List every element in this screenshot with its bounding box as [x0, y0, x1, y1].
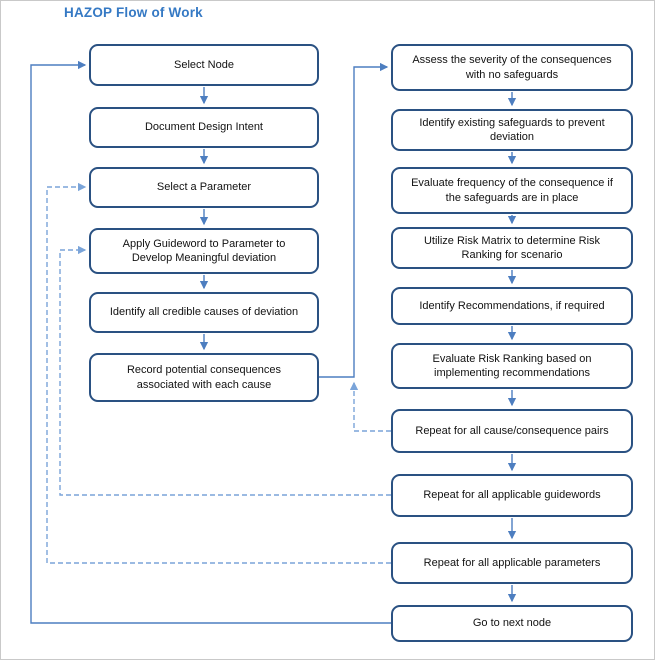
connector-go-to-next-node-to-select-node — [30, 60, 391, 624]
connector-record-consequences-to-assess-severity — [319, 62, 389, 378]
flow-box-evaluate-frequency: Evaluate frequency of the consequence if… — [391, 167, 633, 214]
flow-box-identify-recommendations: Identify Recommendations, if required — [391, 287, 633, 325]
flow-box-record-consequences: Record potential consequences associated… — [89, 353, 319, 402]
flow-box-identify-existing-safeguards: Identify existing safeguards to prevent … — [391, 109, 633, 151]
flow-box-go-to-next-node: Go to next node — [391, 605, 633, 642]
flow-box-document-design-intent: Document Design Intent — [89, 107, 319, 148]
flow-box-utilize-risk-matrix: Utilize Risk Matrix to determine Risk Ra… — [391, 227, 633, 269]
flow-box-select-parameter: Select a Parameter — [89, 167, 319, 208]
connector-repeat-pairs-to-assess-severity-branch — [349, 381, 391, 432]
flow-box-assess-severity: Assess the severity of the consequences … — [391, 44, 633, 91]
flow-box-evaluate-risk-ranking: Evaluate Risk Ranking based on implement… — [391, 343, 633, 389]
flow-box-apply-guideword: Apply Guideword to Parameter to Develop … — [89, 228, 319, 274]
page-title: HAZOP Flow of Work — [64, 5, 203, 20]
flow-box-repeat-parameters: Repeat for all applicable parameters — [391, 542, 633, 584]
flow-box-repeat-cause-consequence-pairs: Repeat for all cause/consequence pairs — [391, 409, 633, 453]
flow-box-identify-causes: Identify all credible causes of deviatio… — [89, 292, 319, 333]
flow-box-select-node: Select Node — [89, 44, 319, 86]
flow-box-repeat-guidewords: Repeat for all applicable guidewords — [391, 474, 633, 517]
